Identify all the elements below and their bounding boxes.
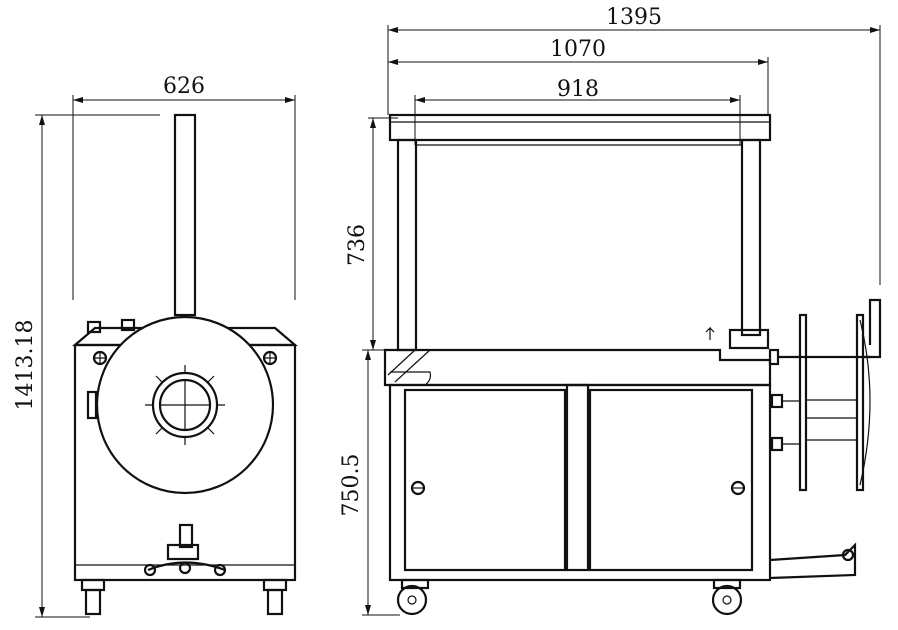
dim-arch-width: 918 — [414, 77, 741, 145]
door-right — [588, 388, 754, 572]
dim-total-height: 1413.18 — [13, 114, 160, 618]
door-left — [403, 388, 567, 572]
wheel-rear — [711, 578, 743, 616]
arch-right-post — [740, 138, 762, 337]
dim-table-height: 750.5 — [339, 350, 400, 616]
dim-label-918: 918 — [557, 77, 599, 102]
wheel-left — [80, 578, 106, 616]
center-column — [565, 383, 590, 572]
arch-top-beam — [388, 113, 772, 142]
wheel-right — [262, 578, 288, 616]
cabinet — [388, 383, 772, 582]
dim-overall-length: 1395 — [387, 5, 881, 285]
foot-pedal — [769, 542, 857, 580]
pole — [173, 113, 197, 317]
arch-left-post — [396, 138, 418, 352]
dim-label-1395: 1395 — [606, 5, 662, 30]
dim-arch-height: 736 — [345, 117, 398, 351]
dim-label-750: 750.5 — [339, 454, 364, 517]
dim-label-626: 626 — [163, 74, 205, 99]
table-top — [383, 348, 772, 387]
dim-front-width: 626 — [72, 74, 296, 300]
dim-label-736: 736 — [345, 224, 370, 266]
wheel-front — [396, 578, 430, 616]
dim-table-length: 1070 — [388, 37, 769, 115]
side-view — [383, 113, 882, 616]
strap-reel — [768, 298, 882, 492]
dim-label-1413: 1413.18 — [13, 320, 38, 411]
end-view — [72, 113, 298, 616]
pedal-stem — [178, 523, 194, 549]
dim-label-1070: 1070 — [550, 37, 606, 62]
hub-teeth — [145, 365, 225, 445]
